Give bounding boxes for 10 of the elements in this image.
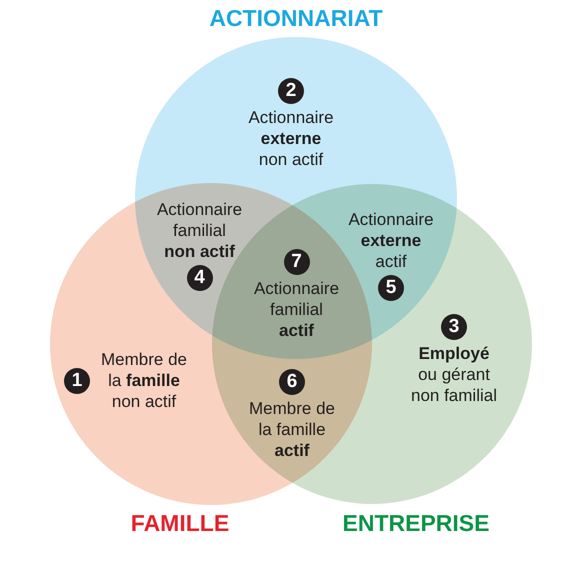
region-label: Actionnaire familial non actif — [156, 199, 243, 262]
region-label: Actionnaire externe non actif — [247, 107, 335, 170]
region-label: Actionnaire familial actif — [253, 278, 340, 341]
region-label: Actionnaire externe actif — [347, 209, 435, 272]
region-label: Membre de la famille actif — [248, 398, 336, 461]
circle-heading: ACTIONNARIAT — [208, 4, 384, 32]
circle-heading: ENTREPRISE — [342, 509, 490, 537]
region-label: Membre de la famille non actif — [100, 349, 188, 412]
circle-heading: FAMILLE — [130, 509, 230, 537]
region-label: Employé ou gérant non familial — [410, 343, 498, 406]
